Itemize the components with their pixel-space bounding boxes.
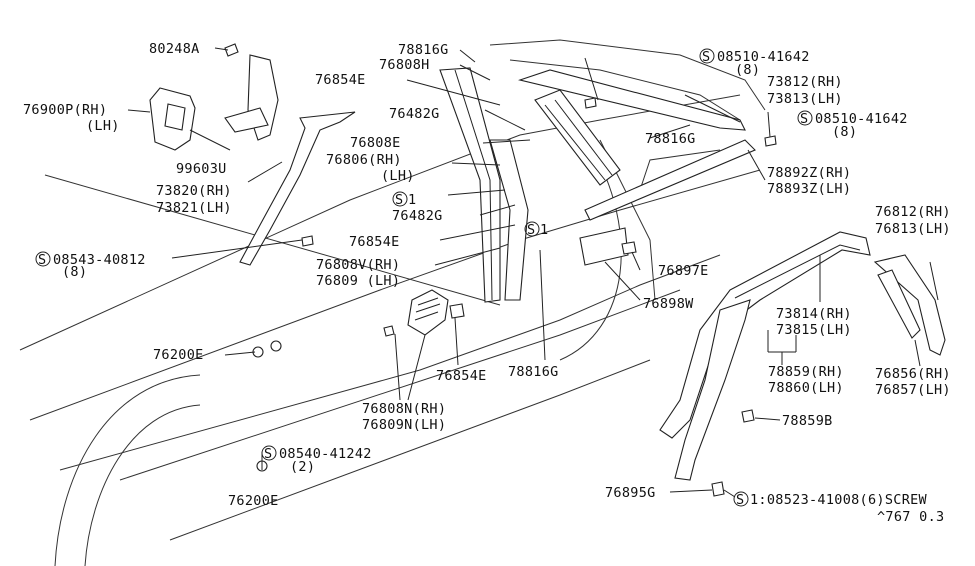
label-76813: 76813(LH) bbox=[875, 221, 951, 237]
clip-76854E bbox=[449, 303, 465, 319]
label-76806-lh: (LH) bbox=[381, 168, 415, 184]
label-76895G: 76895G bbox=[605, 485, 656, 501]
rail-78892Z bbox=[584, 139, 756, 221]
label-76482G-top: 76482G bbox=[389, 106, 440, 122]
screws-08510 bbox=[584, 97, 777, 147]
label-76808V: 76808V(RH) bbox=[316, 257, 400, 273]
label-76812: 76812(RH) bbox=[875, 204, 951, 220]
label-76898W: 76898W bbox=[643, 296, 694, 312]
pillar-76808H bbox=[439, 67, 501, 303]
molding-76812 bbox=[873, 254, 946, 356]
label-76200E-lower: 76200E bbox=[228, 493, 279, 509]
screw-symbol-1b-letter: S bbox=[527, 222, 535, 238]
label-76808E: 76808E bbox=[350, 135, 401, 151]
label-78816G-mid: 78816G bbox=[645, 131, 696, 147]
leader-lines bbox=[127, 47, 939, 498]
label-99603U: 99603U bbox=[176, 161, 227, 177]
label-76854E-top: 76854E bbox=[315, 72, 366, 88]
label-78892Z: 78892Z(RH) bbox=[767, 165, 851, 181]
label-76900P-rh: 76900P(RH) bbox=[23, 102, 107, 118]
label-08540-qty: (2) bbox=[290, 459, 315, 475]
screw-76895G bbox=[711, 481, 725, 497]
label-76856: 76856(RH) bbox=[875, 366, 951, 382]
screw-symbol-08510a-letter: S bbox=[702, 49, 710, 65]
label-08510-a-qty: (8) bbox=[735, 62, 760, 78]
label-73813: 73813(LH) bbox=[767, 91, 843, 107]
screw-symbol-08523 bbox=[733, 491, 749, 507]
label-78859B: 78859B bbox=[782, 413, 833, 429]
speaker-76808N bbox=[407, 289, 449, 336]
screw-symbol-1a bbox=[392, 191, 408, 207]
label-76806: 76806(RH) bbox=[326, 152, 402, 168]
bracket-99603U bbox=[224, 54, 279, 141]
label-76897E: 76897E bbox=[658, 263, 709, 279]
label-08540: 08540-41242 bbox=[279, 446, 372, 462]
screw-08543 bbox=[301, 235, 314, 247]
label-76808H: 76808H bbox=[379, 57, 430, 73]
label-73814: 73814(RH) bbox=[776, 306, 852, 322]
label-78816G-low: 78816G bbox=[508, 364, 559, 380]
label-78860: 78860(LH) bbox=[768, 380, 844, 396]
label-78816G-top: 78816G bbox=[398, 42, 449, 58]
label-s1-b: 1 bbox=[540, 222, 548, 238]
label-73815: 73815(LH) bbox=[776, 322, 852, 338]
clip-76897E bbox=[621, 241, 637, 255]
screw-symbols: S S S S S S S bbox=[35, 48, 813, 508]
screw-symbol-1a-letter: S bbox=[395, 192, 403, 208]
screw-symbol-08510a bbox=[699, 48, 715, 64]
label-76809N: 76809N(LH) bbox=[362, 417, 446, 433]
rail-73812 bbox=[518, 69, 746, 131]
label-76854E-low: 76854E bbox=[436, 368, 487, 384]
label-08543-qty: (8) bbox=[62, 264, 87, 280]
screw-symbol-08540 bbox=[261, 445, 277, 461]
screw-symbol-08543 bbox=[35, 251, 51, 267]
label-76854E-mid: 76854E bbox=[349, 234, 400, 250]
label-08543: 08543-40812 bbox=[53, 252, 146, 268]
label-s1-a: 1 bbox=[408, 192, 416, 208]
garnish-73820 bbox=[239, 111, 356, 266]
label-08523-screw: 1:08523-41008(6)SCREW bbox=[750, 492, 928, 508]
screw-08540 bbox=[383, 325, 395, 337]
label-76900P-lh: (LH) bbox=[86, 118, 120, 134]
label-73820: 73820(RH) bbox=[156, 183, 232, 199]
bracket-76900P bbox=[149, 87, 196, 151]
screw-symbol-08543-letter: S bbox=[38, 252, 46, 268]
label-76809: 76809 (LH) bbox=[316, 273, 400, 289]
screw-symbol-08510b-letter: S bbox=[800, 111, 808, 127]
label-76200E-upper: 76200E bbox=[153, 347, 204, 363]
label-08510-a: 08510-41642 bbox=[717, 49, 810, 65]
screw-symbol-08523-letter: S bbox=[736, 492, 744, 508]
vent-76898W bbox=[579, 227, 629, 266]
label-76857: 76857(LH) bbox=[875, 382, 951, 398]
label-80248A: 80248A bbox=[149, 41, 200, 57]
screw-symbol-08540-letter: S bbox=[264, 446, 272, 462]
label-78859: 78859(RH) bbox=[768, 364, 844, 380]
label-73812: 73812(RH) bbox=[767, 74, 843, 90]
label-08510-b: 08510-41642 bbox=[815, 111, 908, 127]
label-76482G-b: 76482G bbox=[392, 208, 443, 224]
diagram-reference: ^767 0.3 bbox=[877, 509, 944, 525]
clip-80248A bbox=[224, 43, 239, 57]
screw-78859B bbox=[741, 409, 755, 423]
molding-78859 bbox=[674, 299, 751, 481]
clip-76200E-upper bbox=[252, 340, 282, 358]
label-08510-b-qty: (8) bbox=[832, 124, 857, 140]
label-78893Z: 78893Z(LH) bbox=[767, 181, 851, 197]
part-labels: 80248A 76900P(RH) (LH) 99603U 73820(RH) … bbox=[23, 41, 951, 525]
quarter-window-73812 bbox=[534, 89, 621, 186]
label-73821: 73821(LH) bbox=[156, 200, 232, 216]
molding-76856 bbox=[877, 269, 921, 339]
screw-symbol-08510b bbox=[797, 110, 813, 126]
screw-symbol-1b bbox=[524, 221, 540, 237]
pillar-76806 bbox=[489, 139, 529, 301]
label-76808N: 76808N(RH) bbox=[362, 401, 446, 417]
